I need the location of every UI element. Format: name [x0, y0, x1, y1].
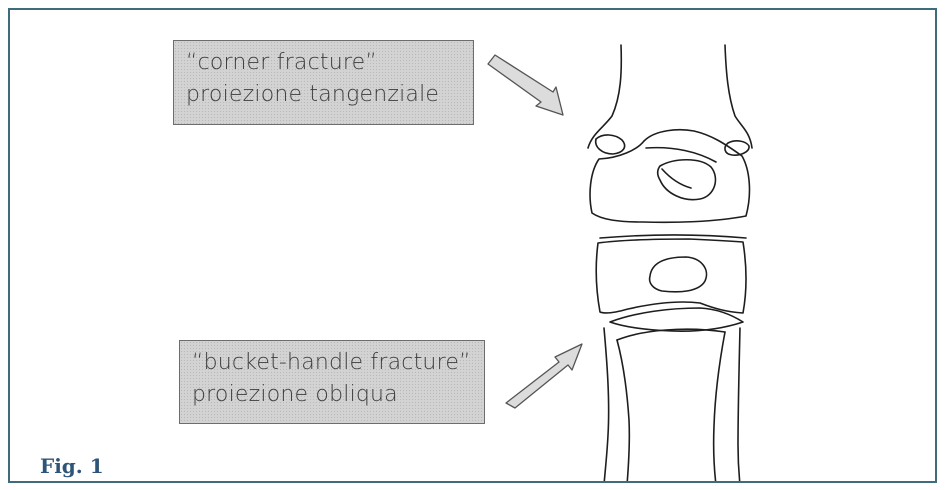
shaft-outer-right [738, 328, 740, 483]
corner-fragment-left [596, 135, 625, 154]
bucket-handle-projection: proiezione obliqua [192, 379, 484, 411]
figure-label: Fig. 1 [40, 454, 104, 478]
upper-ossification-inner [662, 169, 691, 188]
arrow-to-corner-fracture [488, 55, 563, 115]
corner-fracture-projection: proiezione tangenziale [186, 79, 473, 111]
arrow-to-bucket-handle-fracture [506, 344, 582, 408]
upper-ossification-center [658, 160, 716, 200]
bucket-handle-fracture-line [610, 308, 743, 331]
lower-ossification-center [650, 257, 707, 292]
femur-shaft-right [725, 45, 752, 148]
figure-frame: “corner fracture” proiezione tangenziale… [8, 8, 937, 483]
corner-fracture-title: “corner fracture” [186, 47, 473, 79]
corner-fracture-label-box: “corner fracture” proiezione tangenziale [173, 40, 474, 125]
bucket-handle-label-box: “bucket-handle fracture” proiezione obli… [179, 340, 485, 424]
lower-epiphysis [596, 239, 746, 313]
upper-joint-line [600, 235, 746, 238]
femur-shaft-left [588, 45, 621, 148]
metaphysis-inner-right [714, 332, 725, 483]
bucket-handle-title: “bucket-handle fracture” [192, 347, 484, 379]
metaphysis-inner-left [617, 340, 629, 483]
shaft-outer-left [604, 328, 609, 483]
